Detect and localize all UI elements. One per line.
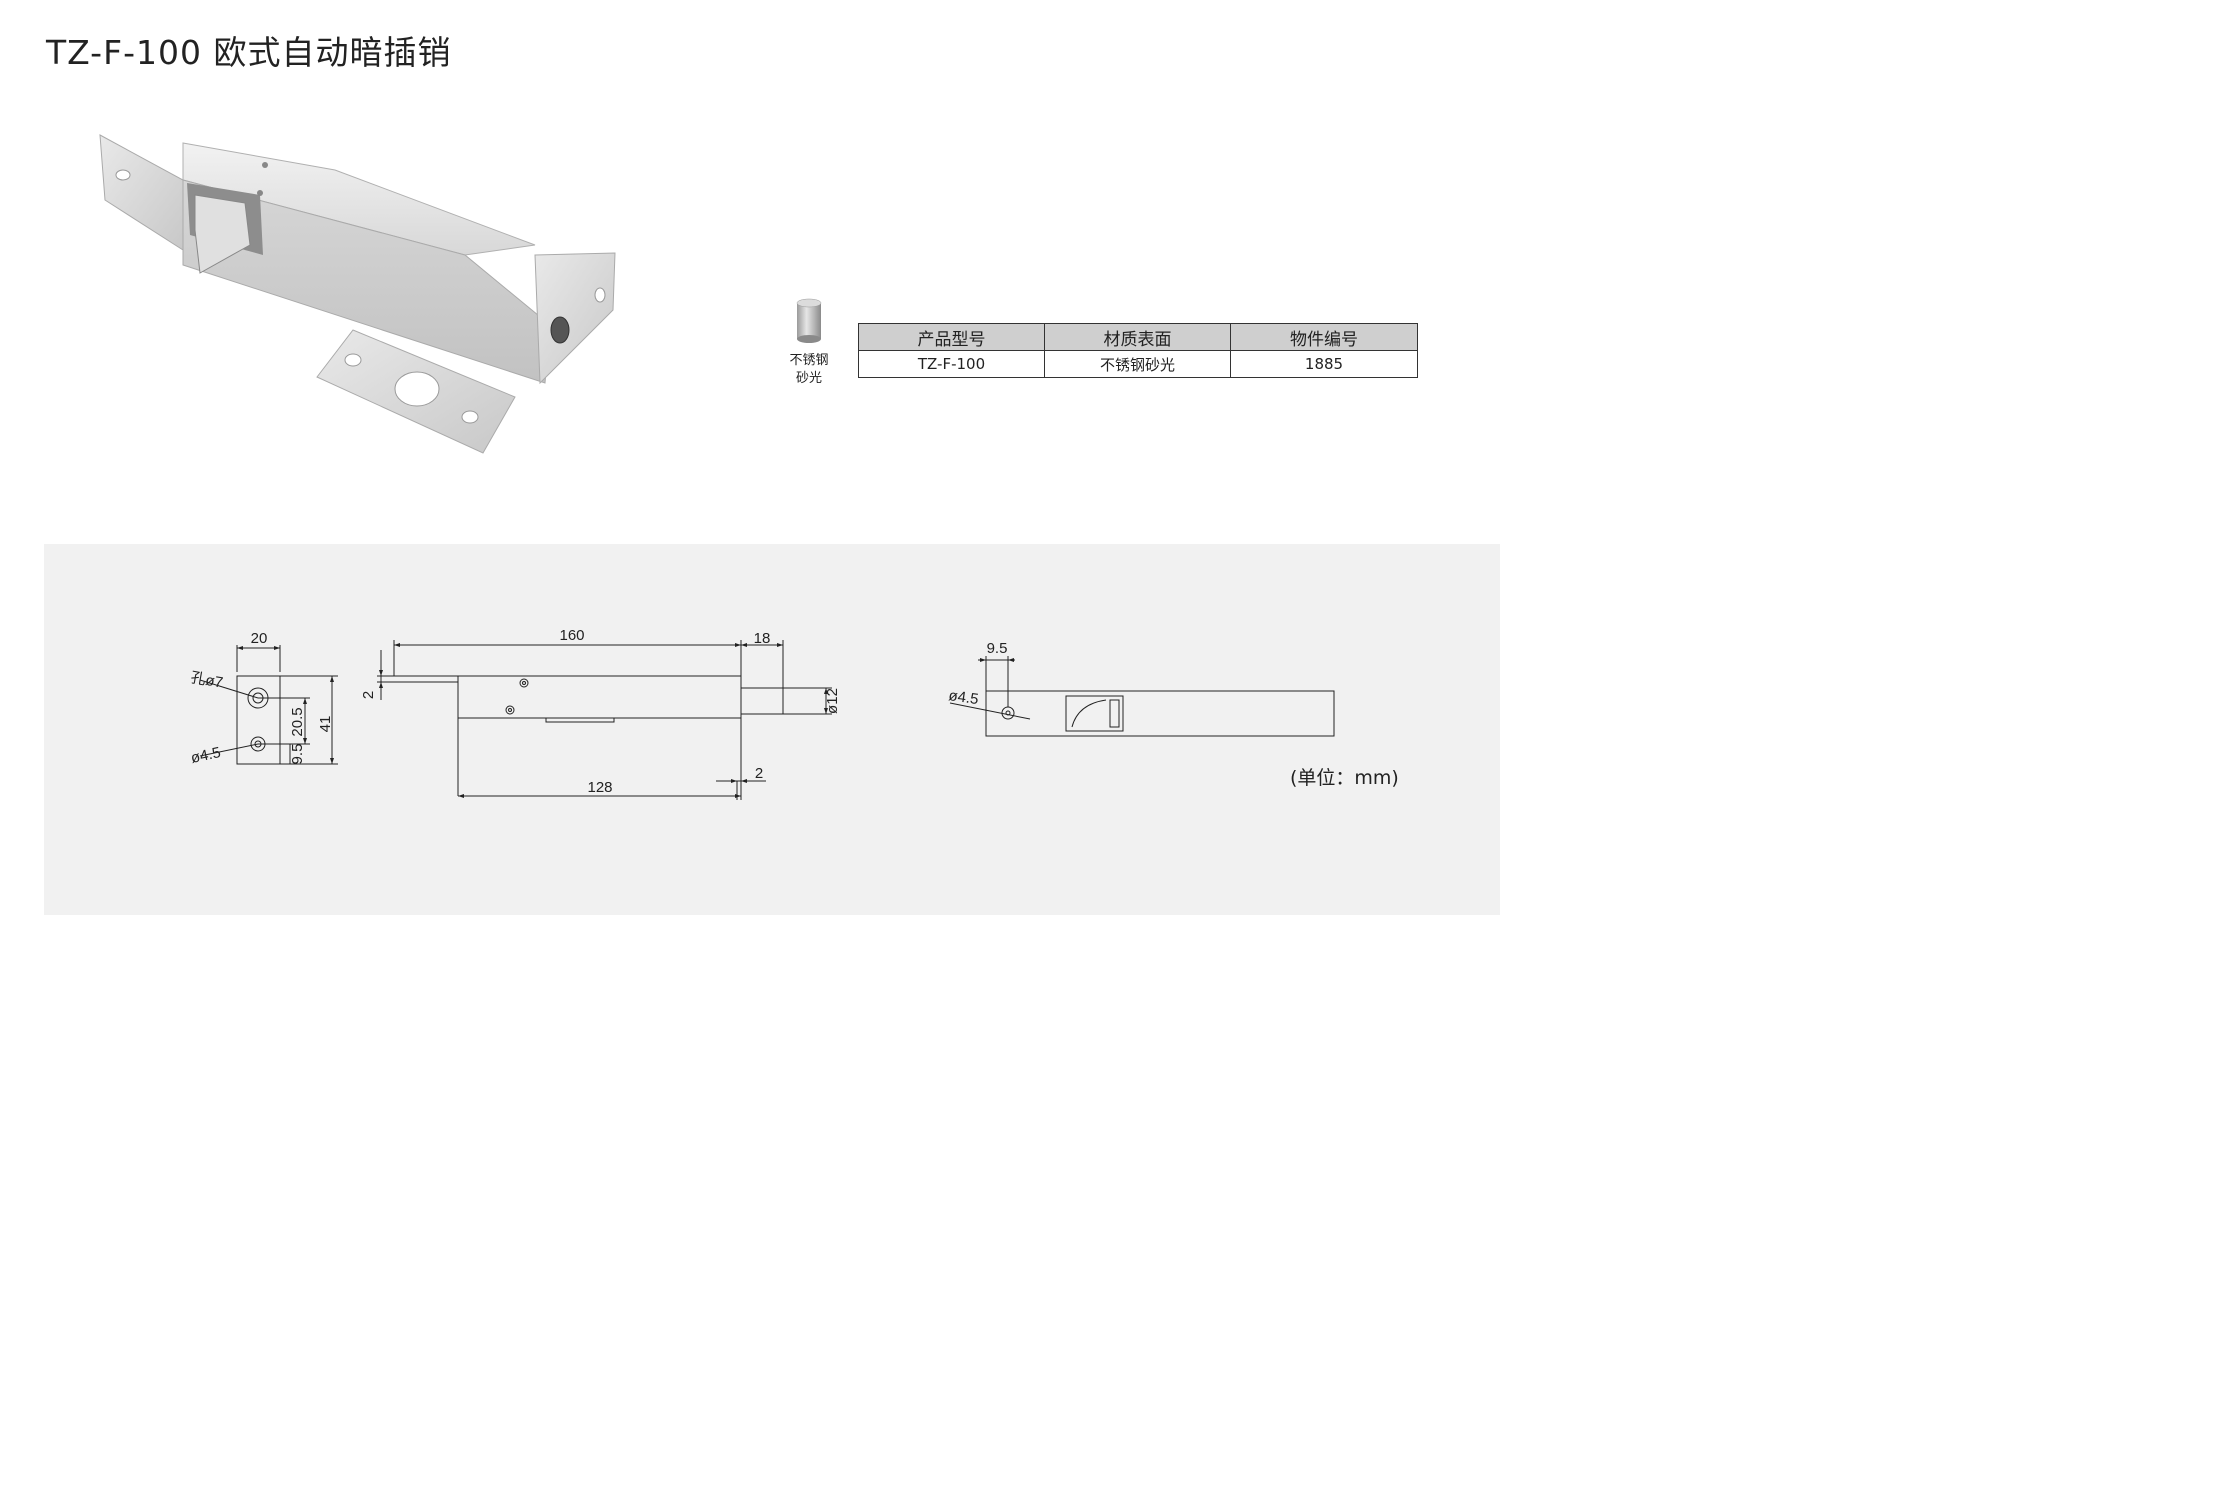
side-end-offset-label: 2 xyxy=(755,765,763,782)
header-material: 材质表面 xyxy=(1044,323,1231,351)
table-header-row: 产品型号 材质表面 物件编号 xyxy=(858,323,1418,351)
header-item-number: 物件编号 xyxy=(1230,323,1418,351)
technical-drawing: 20 孔ø7 ø4.5 20.5 9.5 41 160 18 2 ø12 128… xyxy=(189,627,1335,800)
front-d2-label: 9.5 xyxy=(289,744,306,765)
top-hole-label: ø4.5 xyxy=(947,687,979,708)
front-small-hole-label: ø4.5 xyxy=(189,744,222,767)
front-hole-label: 孔ø7 xyxy=(189,669,224,691)
material-swatch: 不锈钢砂光 xyxy=(780,298,838,388)
page-title: TZ-F-100 欧式自动暗插销 xyxy=(46,33,452,72)
swatch-label: 不锈钢砂光 xyxy=(789,353,829,386)
front-d1-label: 20.5 xyxy=(289,707,306,736)
cell-material: 不锈钢砂光 xyxy=(1044,350,1231,378)
unit-note: (单位：mm) xyxy=(1290,767,1399,789)
drawing-panel xyxy=(44,544,1500,915)
product-photo xyxy=(99,134,616,454)
table-row: TZ-F-100 不锈钢砂光 1885 xyxy=(858,350,1418,378)
stainless-cylinder-icon xyxy=(796,298,822,343)
side-length-label: 160 xyxy=(559,627,584,644)
side-tip-label: 18 xyxy=(754,630,771,647)
side-diameter-label: ø12 xyxy=(824,688,841,714)
cell-model: TZ-F-100 xyxy=(858,350,1045,378)
top-offset-label: 9.5 xyxy=(987,640,1008,657)
cell-item-number: 1885 xyxy=(1230,350,1418,378)
header-model: 产品型号 xyxy=(858,323,1045,351)
spec-table: 产品型号 材质表面 物件编号 TZ-F-100 不锈钢砂光 1885 xyxy=(858,323,1418,378)
front-height-label: 41 xyxy=(317,716,334,733)
side-top-offset-label: 2 xyxy=(360,691,377,699)
side-base-label: 128 xyxy=(587,779,612,796)
front-width-label: 20 xyxy=(251,630,268,647)
